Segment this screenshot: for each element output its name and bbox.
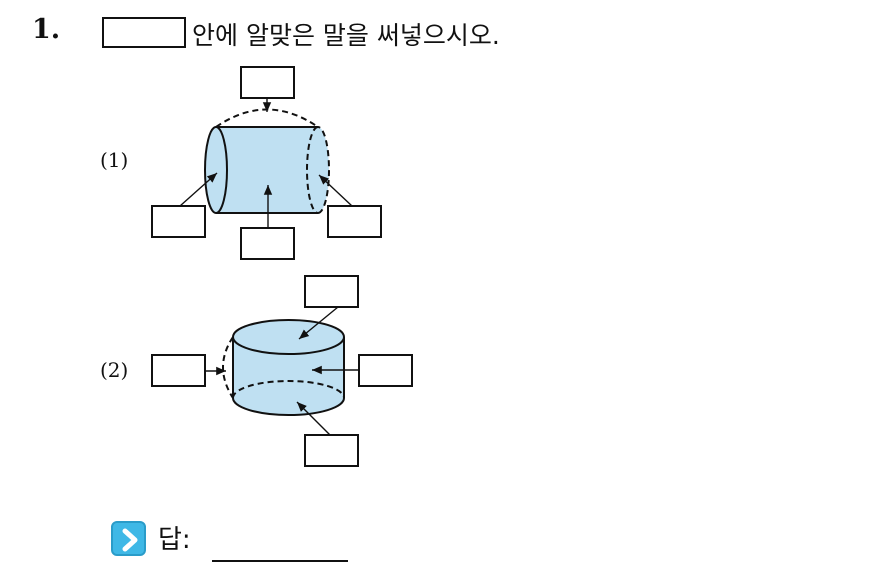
chevron-right-icon	[111, 521, 146, 556]
part-2-label: (2)	[100, 358, 129, 382]
cylinder-2	[222, 319, 345, 416]
figure-1-bottom-box	[240, 227, 295, 260]
cylinder-1	[204, 108, 330, 214]
answer-label: 답:	[158, 525, 191, 555]
figure-1-label-boxes	[151, 66, 382, 260]
figure-1-right-box	[327, 205, 382, 238]
figure-2-left-box	[151, 354, 206, 387]
question-instruction: 안에 알맞은 말을 써넣으시오.	[192, 21, 500, 50]
figure-2-bottom-box	[304, 434, 359, 467]
figure-1-arrows	[179, 98, 353, 228]
instruction-blank-box	[102, 17, 186, 48]
figure-1-top-box	[240, 66, 295, 99]
figure-2-arrows	[205, 306, 359, 436]
figure-2-right-box	[358, 354, 413, 387]
question-number: 1.	[32, 14, 61, 45]
figure-1-left-box	[151, 205, 206, 238]
figure-2-label-boxes	[151, 275, 413, 467]
figure-2-top-box	[304, 275, 359, 308]
part-1-label: (1)	[100, 148, 129, 172]
answer-blank-line[interactable]	[212, 560, 348, 562]
